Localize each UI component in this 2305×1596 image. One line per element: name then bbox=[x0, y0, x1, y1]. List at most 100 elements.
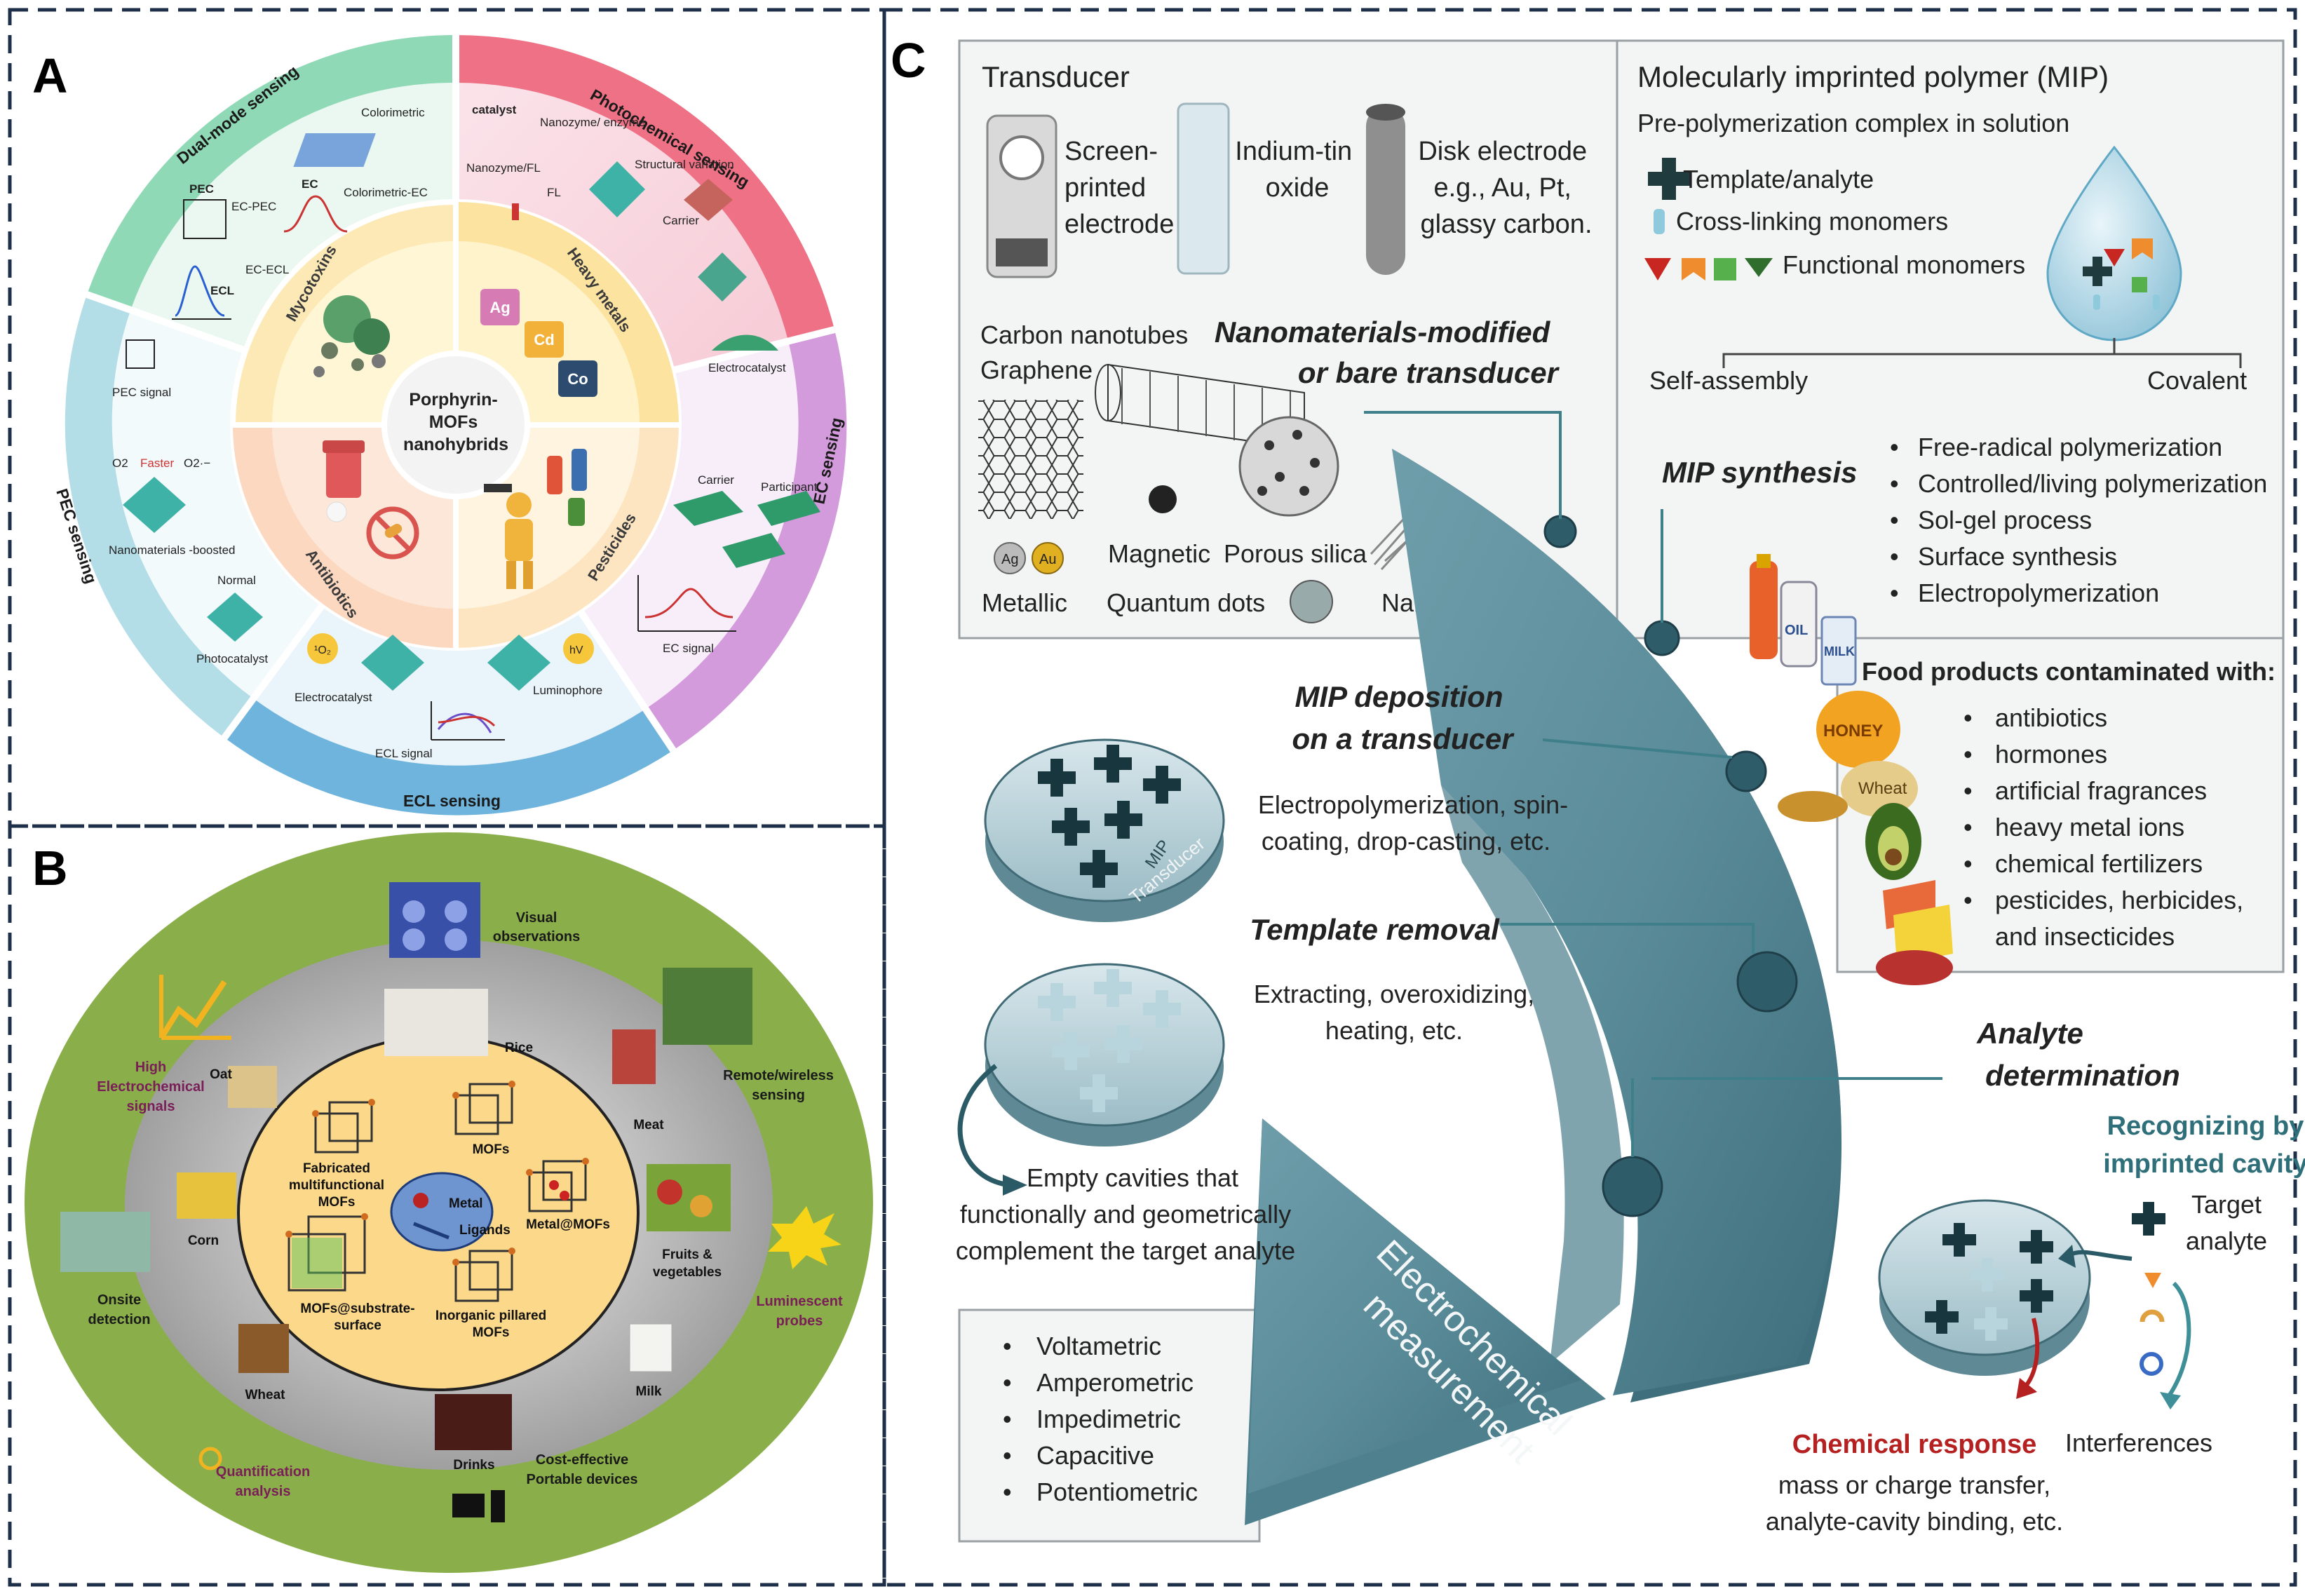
branch-lines bbox=[1722, 338, 2242, 368]
measurement-box bbox=[958, 1308, 1261, 1543]
svg-text:Electropolymerization, spin-co: Electropolymerization, spin-coating, dro… bbox=[1258, 790, 1568, 856]
cavities-1: Empty cavities that bbox=[1027, 1163, 1238, 1192]
svg-text:•: • bbox=[1963, 886, 1973, 914]
ec-pec-label: EC-PEC bbox=[231, 200, 276, 213]
svg-text:•: • bbox=[1003, 1368, 1012, 1397]
center-line3: nanohybrids bbox=[403, 435, 508, 454]
svg-text:•: • bbox=[1890, 542, 1899, 571]
ito-1: Indium-tin bbox=[1235, 137, 1352, 166]
mip-title: Molecularly imprinted polymer (MIP) bbox=[1637, 60, 2109, 93]
carrier-label: Carrier bbox=[663, 214, 699, 227]
mip-droplet bbox=[2046, 145, 2182, 341]
nano-mod-2: or bare transducer bbox=[1298, 356, 1560, 389]
center-line1: Porphyrin- bbox=[409, 390, 497, 410]
photochemical-diagrams: catalyst Nanozyme/ enzyme Nanozyme/FL FL… bbox=[466, 103, 747, 302]
functional-label: Functional monomers bbox=[1783, 250, 2025, 279]
luminophore-label: Luminophore bbox=[533, 684, 602, 697]
metallic-particles: Ag Au bbox=[994, 542, 1064, 574]
panel-frames bbox=[8, 8, 2297, 1587]
panel-a: A bbox=[32, 34, 847, 816]
graphene-label: Graphene bbox=[980, 356, 1093, 384]
colorimetric-ec-label: Colorimetric-EC bbox=[344, 186, 428, 199]
cavities-3: complement the target analyte bbox=[956, 1236, 1295, 1265]
synth-2: Controlled/living polymerization bbox=[1918, 469, 2267, 498]
analyte-icons bbox=[2058, 1202, 2191, 1409]
mof-fab-2: multifunctional bbox=[289, 1178, 384, 1193]
svg-text:•: • bbox=[1963, 849, 1973, 878]
svg-text:•: • bbox=[1890, 433, 1899, 461]
spe-3: electrode bbox=[1064, 210, 1174, 239]
food-corn: Corn bbox=[188, 1233, 219, 1248]
ec-diagrams: Electrocatalyst Carrier Participant EC s… bbox=[637, 334, 820, 655]
self-assembly-label: Self-assembly bbox=[1649, 366, 1808, 395]
svg-text:Extracting, overoxidizing,heat: Extracting, overoxidizing,heating, etc. bbox=[1254, 980, 1534, 1045]
disk-3: glassy carbon. bbox=[1420, 210, 1592, 239]
svg-text:•: • bbox=[1890, 579, 1899, 607]
synthesis-list: • Free-radical polymerization • Controlled… bbox=[1890, 433, 2267, 607]
synth-1: Free-radical polymerization bbox=[1918, 433, 2222, 461]
spe-icon bbox=[986, 114, 1057, 278]
food-list: •antibiotics •hormones •artificial fragr… bbox=[1963, 703, 2243, 951]
empty-disk bbox=[957, 963, 1225, 1196]
cavities-2: functionally and geometrically bbox=[960, 1200, 1291, 1229]
nanozyme-fl-label: Nanozyme/FL bbox=[466, 161, 541, 175]
svg-text:Nanomaterials-modified o: Nanomaterials-modified or bare transduce… bbox=[1215, 316, 1560, 389]
oil-tag: OIL bbox=[1785, 623, 1808, 638]
pesticide-illustration bbox=[484, 449, 587, 589]
panel-c: C Transducer Screen- printed electrode I… bbox=[891, 33, 2305, 1543]
pec-diagrams: PEC signal O2 Faster O2·− Nanomaterials … bbox=[109, 339, 268, 665]
food-fruits-2: vegetables bbox=[653, 1265, 722, 1280]
high-3: signals bbox=[127, 1099, 175, 1114]
element-ag: Ag bbox=[489, 299, 510, 316]
disk-electrode-icon bbox=[1366, 104, 1405, 275]
graphene-sheet bbox=[978, 400, 1083, 519]
normal-label: Normal bbox=[217, 574, 256, 587]
food-wheat: Wheat bbox=[245, 1388, 286, 1402]
visual-obs-1: Visual bbox=[516, 910, 557, 926]
deposition-1: MIP deposition bbox=[1295, 680, 1503, 713]
food-fruits-1: Fruits & bbox=[662, 1247, 712, 1262]
wheat-tag: Wheat bbox=[1858, 779, 1907, 798]
food-item-6: pesticides, herbicides, bbox=[1995, 886, 2243, 914]
svg-text:•: • bbox=[1003, 1332, 1012, 1360]
svg-text:•: • bbox=[1003, 1441, 1012, 1470]
center-metal: Metal bbox=[449, 1196, 483, 1211]
target-1: Target bbox=[2191, 1190, 2262, 1219]
svg-text:MOFs@substrate-surface: MOFs@substrate-surface bbox=[300, 1301, 414, 1333]
antibiotic-illustration bbox=[323, 440, 419, 560]
dual-mode-diagrams: Colorimetric PEC EC EC-PEC Colorimetric-… bbox=[172, 106, 428, 320]
panel-a-letter: A bbox=[32, 48, 68, 103]
svg-text:•: • bbox=[1003, 1405, 1012, 1433]
svg-text:•: • bbox=[1890, 469, 1899, 498]
participant-label: Participant bbox=[761, 480, 818, 494]
pec-label: PEC bbox=[189, 182, 214, 196]
mof-cubes bbox=[288, 1083, 587, 1302]
nano-boosted-label: Nanomaterials -boosted bbox=[109, 543, 235, 557]
center-line2: MOFs bbox=[429, 412, 478, 432]
ecl-signal-label: ECL signal bbox=[375, 747, 433, 760]
recognizing-2: imprinted cavity bbox=[2103, 1149, 2305, 1179]
ito-2: oxide bbox=[1266, 173, 1330, 203]
element-co: Co bbox=[567, 370, 588, 388]
chem-desc-1: mass or charge transfer, bbox=[1778, 1470, 2050, 1499]
recognizing-1: Recognizing by bbox=[2107, 1111, 2304, 1141]
connector-lines bbox=[1364, 411, 1942, 1157]
high-2: Electrochemical bbox=[97, 1079, 204, 1095]
faster-label: Faster bbox=[140, 457, 175, 470]
crosslink-icon bbox=[1654, 209, 1665, 234]
food-item-2: hormones bbox=[1995, 740, 2107, 769]
svg-text:•: • bbox=[1003, 1477, 1012, 1506]
template-label: Template/analyte bbox=[1683, 165, 1874, 194]
photocatalyst-label: Photocatalyst bbox=[196, 652, 268, 665]
food-images bbox=[177, 989, 731, 1450]
ecl-label: ECL bbox=[210, 284, 234, 297]
cnt-label: Carbon nanotubes bbox=[980, 320, 1188, 349]
singlet-oxygen-label: ¹O₂ bbox=[314, 644, 331, 656]
